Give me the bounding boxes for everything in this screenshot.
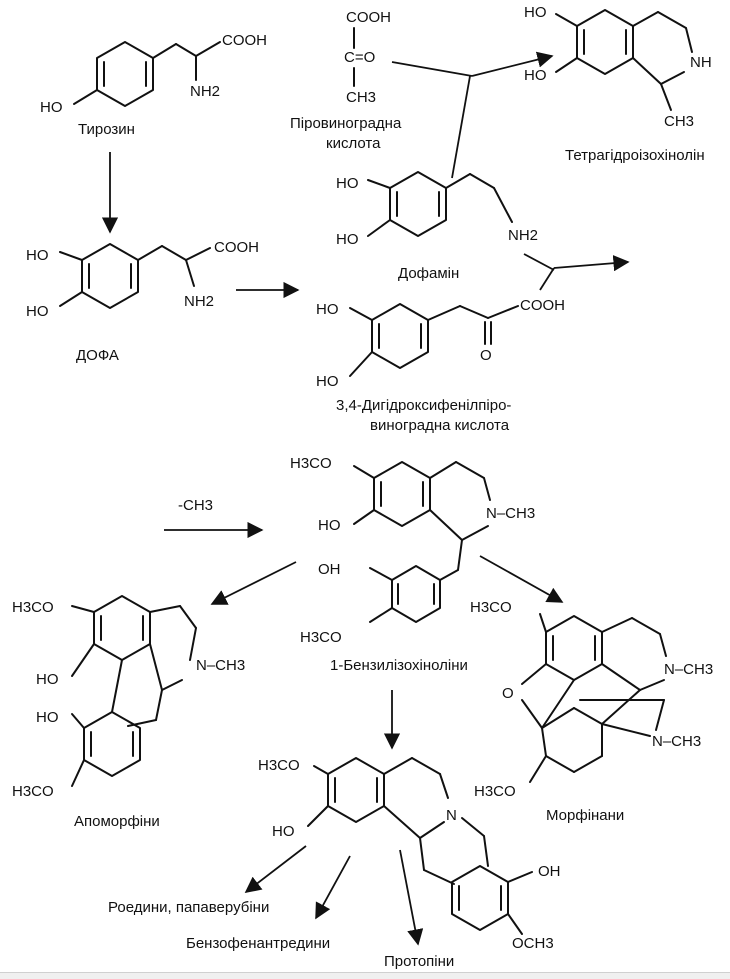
thiq-nh: NH bbox=[690, 54, 712, 71]
dopa-ho-top: HO bbox=[26, 247, 49, 264]
dopamine-nh2: NH2 bbox=[508, 227, 538, 244]
tyrosine-cooh: COOH bbox=[222, 32, 267, 49]
arrow-to-thiq bbox=[471, 51, 554, 77]
tetrahydroisoquinoline-structure: HO HO NH CH3 bbox=[524, 4, 712, 130]
morph-o-bridge: O bbox=[502, 685, 514, 702]
arrow-dhppa-right bbox=[539, 267, 555, 291]
pyruvic-cooh: COOH bbox=[346, 9, 391, 26]
tyrosine-nh2: NH2 bbox=[190, 83, 220, 100]
arrow-to-morphinans bbox=[479, 555, 564, 603]
arrow-pyruvic-merge bbox=[391, 61, 473, 77]
tyrosine-label: Тирозин bbox=[78, 121, 135, 138]
thiq-ho-top: HO bbox=[524, 4, 547, 21]
protopines-label: Протопіни bbox=[384, 953, 454, 970]
dhppa-o: O bbox=[480, 347, 492, 364]
arrow-to-roedines bbox=[244, 845, 307, 893]
biq-n-ch3: N–CH3 bbox=[486, 505, 535, 522]
thiq-label: Тетрагідроізохінолін bbox=[565, 147, 705, 164]
dopa-nh2: NH2 bbox=[184, 293, 214, 310]
morphinans-label: Морфінани bbox=[546, 807, 624, 824]
thiq-ho-bottom: HO bbox=[524, 67, 547, 84]
morphinan-structure: H3CO O N–CH3 N–CH3 H3CO bbox=[470, 599, 713, 800]
dopamine-label: Дофамін bbox=[398, 265, 459, 282]
biq-h3co: H3CO bbox=[290, 455, 332, 472]
morph-n-ch3-top: N–CH3 bbox=[664, 661, 713, 678]
dopa-cooh: COOH bbox=[214, 239, 259, 256]
arrow-dopamine-right bbox=[523, 253, 555, 271]
apo-h3co-top: H3CO bbox=[12, 599, 54, 616]
pyruvic-label-line1: Піровиноградна bbox=[290, 115, 402, 132]
arrow-to-apomorphines bbox=[210, 561, 297, 605]
dhppa-ho-bottom: HO bbox=[316, 373, 339, 390]
thpb-n: N bbox=[446, 807, 457, 824]
thpb-och3: OCH3 bbox=[512, 935, 554, 952]
apo-ho-bottom: HO bbox=[36, 709, 59, 726]
bottom-edge-bar bbox=[0, 972, 730, 979]
benzylisoquinoline-structure: H3CO HO N–CH3 OH H3CO bbox=[290, 455, 535, 646]
tyrosine-ho: HO bbox=[40, 99, 63, 116]
thpb-h3co: H3CO bbox=[258, 757, 300, 774]
dopa-structure: HO HO COOH NH2 bbox=[26, 239, 259, 320]
arrow-to-protopines bbox=[399, 849, 424, 946]
benzophenanthridines-label: Бензофенантредини bbox=[186, 935, 330, 952]
dhppa-structure: HO HO COOH O bbox=[316, 297, 565, 390]
roedines-label: Роедини, папаверубіни bbox=[108, 899, 269, 916]
morph-h3co-top: H3CO bbox=[470, 599, 512, 616]
apomorphine-structure: H3CO HO N–CH3 HO H3CO bbox=[12, 595, 245, 800]
morph-n-ch3-bottom: N–CH3 bbox=[652, 733, 701, 750]
thpb-ho: HO bbox=[272, 823, 295, 840]
biq-oh: OH bbox=[318, 561, 341, 578]
dhppa-label-line2: виноградна кислота bbox=[370, 417, 510, 434]
arrow-to-benzophenanthridines bbox=[315, 855, 351, 920]
pyruvic-label-line2: кислота bbox=[326, 135, 381, 152]
pyruvic-ch3: CH3 bbox=[346, 89, 376, 106]
biq-ho: HO bbox=[318, 517, 341, 534]
dopa-label: ДОФА bbox=[76, 347, 119, 364]
dopamine-structure: HO HO NH2 bbox=[336, 171, 538, 248]
dopamine-ho-bottom: HO bbox=[336, 231, 359, 248]
biq-h3co-lower: H3CO bbox=[300, 629, 342, 646]
benzylisoquinoline-label: 1-Бензилізохіноліни bbox=[330, 657, 468, 674]
apo-ho-top: HO bbox=[36, 671, 59, 688]
dhppa-cooh: COOH bbox=[520, 297, 565, 314]
arrow-merge-right bbox=[553, 255, 630, 272]
dopamine-ho-top: HO bbox=[336, 175, 359, 192]
thiq-ch3: CH3 bbox=[664, 113, 694, 130]
pyruvic-acid-structure: COOH C=O CH3 bbox=[344, 9, 391, 106]
tyrosine-structure: COOH NH2 HO bbox=[40, 32, 267, 116]
arrow-dopamine-merge bbox=[451, 75, 471, 179]
morph-h3co-bottom: H3CO bbox=[474, 783, 516, 800]
apomorphines-label: Апоморфіни bbox=[74, 813, 160, 830]
methylation-label: -CH3 bbox=[178, 497, 213, 514]
tetrahydroprotoberberine-structure: H3CO HO N OH OCH3 bbox=[258, 757, 561, 952]
apo-n-ch3: N–CH3 bbox=[196, 657, 245, 674]
apo-h3co-bottom: H3CO bbox=[12, 783, 54, 800]
dhppa-label-line1: 3,4-Дигідроксифенілпіро- bbox=[336, 397, 511, 414]
pyruvic-c-eq-o: C=O bbox=[344, 49, 375, 66]
dopa-ho-bottom: HO bbox=[26, 303, 49, 320]
dhppa-ho-top: HO bbox=[316, 301, 339, 318]
thpb-oh: OH bbox=[538, 863, 561, 880]
